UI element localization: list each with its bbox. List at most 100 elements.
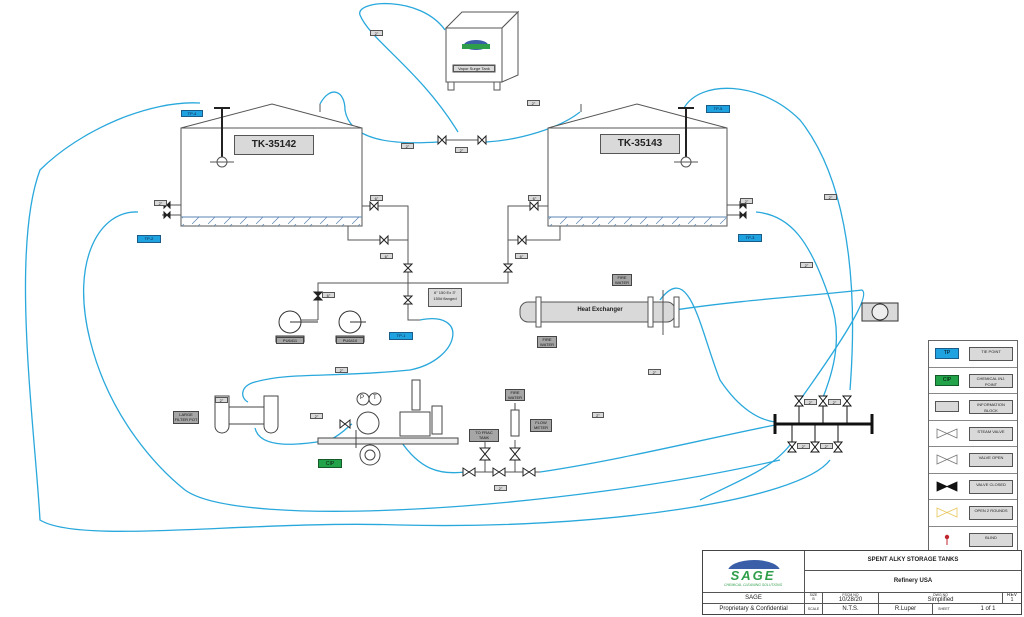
legend-item-blind: BLIND bbox=[929, 527, 1017, 554]
valve-open-icon bbox=[936, 454, 958, 465]
drawing-title: SPENT ALKY STORAGE TANKS bbox=[805, 551, 1021, 571]
legend-item-steam-valve: STEAM VALVE bbox=[929, 421, 1017, 447]
fscm-label: FSCM NO bbox=[842, 593, 859, 597]
line-size-tag: 2" bbox=[797, 443, 810, 449]
hose-pump-frac bbox=[399, 439, 466, 474]
hose-he-manifold bbox=[659, 287, 776, 423]
tank-tag-tk-35143: TK-35143 bbox=[600, 134, 680, 154]
hose-tk1-to-vapor bbox=[319, 91, 439, 144]
tie-point-tp3: TP-3 bbox=[738, 234, 762, 242]
dwg-label: DWG NO bbox=[933, 593, 948, 597]
client-name: Refinery USA bbox=[805, 571, 1021, 593]
pump-skid bbox=[317, 379, 459, 466]
hose-manifold-down bbox=[699, 444, 791, 501]
fscm-cell: FSCM NO 10/28/20 bbox=[823, 593, 879, 604]
logo-text: SAGE bbox=[730, 568, 776, 583]
line-size-tag: 2" bbox=[820, 443, 833, 449]
title-block: SAGE CHEMICAL CLEANING SOLUTIONS SPENT A… bbox=[702, 550, 1022, 615]
line-size-tag: 2" bbox=[648, 369, 661, 375]
logo-tagline: CHEMICAL CLEANING SOLUTIONS bbox=[723, 583, 783, 587]
gauge-t: T bbox=[373, 395, 377, 401]
tank-tk-35142 bbox=[180, 103, 363, 227]
hose-tp2-left bbox=[82, 211, 781, 512]
valve-closed-icon bbox=[936, 480, 958, 492]
tie-point-tp5: TP-5 bbox=[706, 105, 730, 113]
hose-vapor-to-header bbox=[359, 2, 459, 133]
dwg-value: Simplified bbox=[927, 597, 954, 603]
line-size-tag: 2" bbox=[824, 194, 837, 200]
pump-pu6411-label: PU6411 bbox=[276, 337, 304, 344]
fire-water-top-label: FIRE WATER bbox=[612, 274, 632, 286]
legend-label: INFORMATION BLOCK bbox=[969, 400, 1013, 414]
line-size-tag: 2" bbox=[828, 399, 841, 405]
fscm-value: 10/28/20 bbox=[838, 597, 863, 603]
hose-vapor-to-tk2 bbox=[485, 111, 581, 143]
info-block-icon bbox=[935, 401, 959, 412]
filter-pots bbox=[214, 395, 279, 434]
tp-swatch-icon: TP bbox=[935, 348, 959, 359]
line-size-tag: 2" bbox=[592, 412, 604, 418]
size-cell: SIZE B bbox=[805, 593, 823, 604]
line-size-tag: 2" bbox=[494, 485, 507, 491]
rev-cell: REV 1 bbox=[1003, 593, 1021, 604]
legend-item-tie-point: TP TIE POINT bbox=[929, 341, 1017, 368]
sheet-label: SHEET bbox=[938, 607, 950, 611]
line-size-tag: 6" bbox=[380, 253, 393, 259]
line-size-tag: 2" bbox=[154, 200, 167, 206]
hose-big-loop-left bbox=[24, 102, 831, 532]
line-size-tag: 6" bbox=[322, 292, 335, 298]
line-size-tag: 2" bbox=[215, 397, 228, 403]
pump-pu6410-label: PU6410 bbox=[336, 337, 364, 344]
tie-point-tp2: TP-2 bbox=[137, 235, 161, 243]
vapor-surge-tank-label: Vapor Surge Tank bbox=[453, 65, 495, 72]
hose-frac-manifold bbox=[539, 424, 776, 473]
chemical-injection-point: CIP bbox=[318, 459, 342, 468]
rev-label: REV bbox=[1006, 593, 1018, 598]
hose-he-out bbox=[674, 289, 865, 401]
company-name: SAGE bbox=[703, 593, 805, 604]
line-size-tag: 2" bbox=[370, 30, 383, 36]
scale-value: N.T.S. bbox=[823, 604, 879, 615]
line-size-tag: 2" bbox=[310, 413, 323, 419]
rev-value: 1 bbox=[1010, 597, 1014, 603]
vapor-surge-tank bbox=[444, 10, 520, 91]
size-label: SIZE bbox=[809, 593, 818, 597]
line-size-tag: 2" bbox=[800, 262, 813, 268]
hose-tk2-right-loop bbox=[683, 87, 854, 391]
legend-item-valve-closed: VALVE CLOSED bbox=[929, 474, 1017, 500]
hose-lines bbox=[24, 2, 865, 532]
open-2-rounds-valve-icon bbox=[936, 507, 958, 518]
size-value: B bbox=[812, 597, 815, 601]
scale-label: SCALE bbox=[805, 604, 823, 615]
legend-label: BLIND bbox=[969, 532, 1013, 547]
line-size-tag: 2" bbox=[740, 198, 753, 204]
line-size-tag: 2" bbox=[804, 399, 817, 405]
line-size-tag: 2" bbox=[401, 143, 414, 149]
hose-tk2-side bbox=[755, 211, 837, 401]
to-frac-tank-label: TO FRAC TANK bbox=[469, 429, 499, 442]
legend-item-information-block: INFORMATION BLOCK bbox=[929, 394, 1017, 421]
heat-exchanger-label: Heat Exchanger bbox=[577, 307, 623, 313]
tank-tag-tk-35142: TK-35142 bbox=[234, 135, 314, 155]
fire-water-flow-label: FIRE WATER bbox=[505, 389, 525, 401]
tie-point-tp4: TP-4 bbox=[181, 110, 203, 117]
tie-point-tp1: TP-1 bbox=[389, 332, 413, 340]
legend-label: VALVE CLOSED bbox=[969, 479, 1013, 494]
blind-flange bbox=[861, 302, 899, 322]
blind-pin-icon bbox=[944, 534, 950, 545]
legend-item-valve-open: VALVE OPEN bbox=[929, 447, 1017, 474]
logo-cell: SAGE CHEMICAL CLEANING SOLUTIONS bbox=[703, 551, 805, 593]
hose-tp1-filter bbox=[242, 318, 454, 403]
manifold bbox=[773, 395, 874, 453]
legend: TP TIE POINT CIP CHEMICAL INJ. POINT INF… bbox=[928, 340, 1018, 553]
heat-exchanger bbox=[519, 290, 680, 335]
sage-logo-icon bbox=[723, 560, 784, 583]
legend-label: CHEMICAL INJ. POINT bbox=[969, 373, 1013, 388]
drawn-by: R.Luper bbox=[879, 604, 933, 615]
line-size-tag: 2" bbox=[335, 367, 348, 373]
cip-swatch-icon: CIP bbox=[935, 374, 959, 386]
tank-tk-35143 bbox=[547, 103, 728, 227]
legend-label: STEAM VALVE bbox=[969, 426, 1013, 441]
dwg-cell: DWG NO Simplified bbox=[879, 593, 1003, 604]
